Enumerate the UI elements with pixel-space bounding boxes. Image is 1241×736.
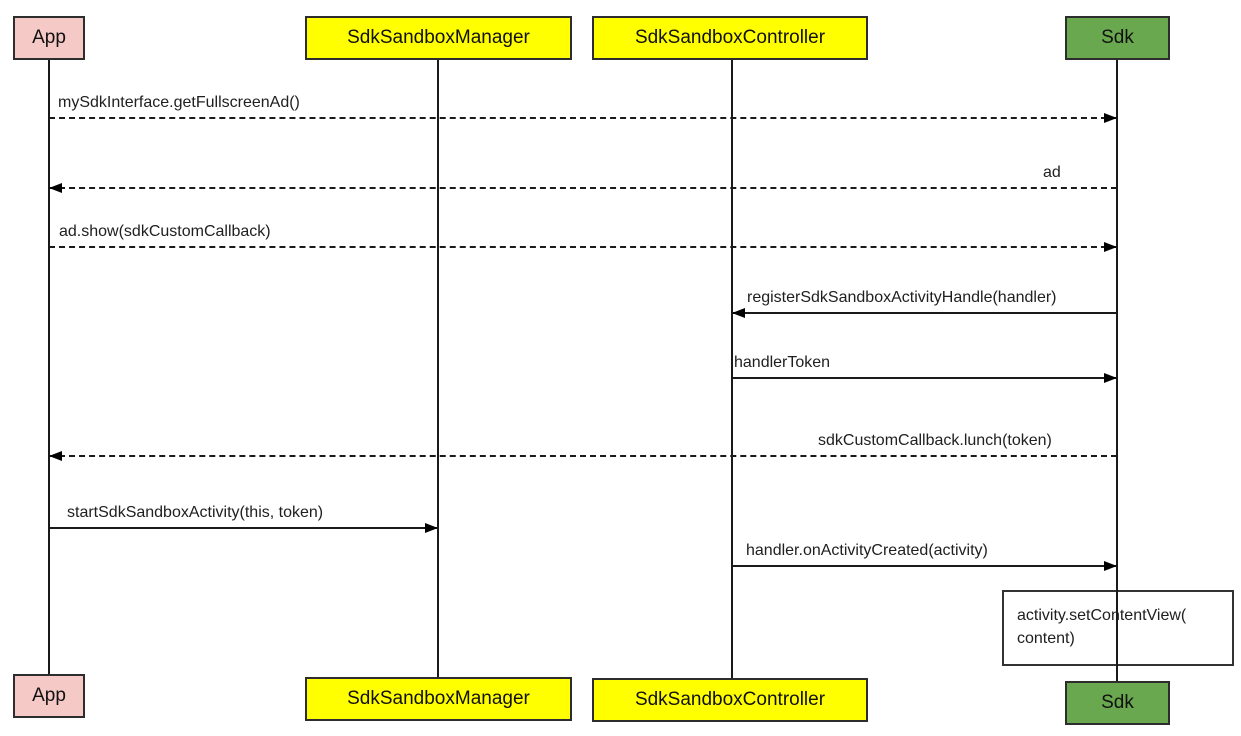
actor-app-bottom-box: App <box>13 674 85 718</box>
lifeline-controller <box>731 58 733 686</box>
actor-sdk-bottom-box: Sdk <box>1065 681 1170 725</box>
message-label: ad <box>1043 164 1061 181</box>
message-label: registerSdkSandboxActivityHandle(handler… <box>747 289 1057 306</box>
note-activity-setcontentview: activity.setContentView( content) <box>1002 590 1234 666</box>
actor-label: SdkSandboxManager <box>347 27 530 48</box>
actor-label: SdkSandboxManager <box>347 688 530 709</box>
message-line <box>732 312 1117 314</box>
note-text-line: content) <box>1017 630 1075 647</box>
arrowhead-icon <box>1104 373 1117 383</box>
message-line <box>732 565 1117 567</box>
actor-label: SdkSandboxController <box>634 27 826 48</box>
actor-label: App <box>32 27 66 48</box>
arrowhead-icon <box>1104 561 1117 571</box>
message-line <box>49 187 1117 189</box>
note-text-line: activity.setContentView( <box>1017 607 1187 624</box>
message-label: mySdkInterface.getFullscreenAd() <box>58 94 300 111</box>
actor-label: Sdk <box>1101 692 1134 713</box>
actor-sdk-top-box: Sdk <box>1065 16 1170 60</box>
arrowhead-icon <box>1104 113 1117 123</box>
actor-label: Sdk <box>1101 27 1134 48</box>
message-line <box>49 455 1117 457</box>
actor-controller-top-box: SdkSandboxController <box>592 16 868 60</box>
message-label: sdkCustomCallback.lunch(token) <box>818 432 1052 449</box>
lifeline-app <box>48 58 50 682</box>
message-line <box>49 527 438 529</box>
lifeline-sdk <box>1116 58 1118 689</box>
message-line <box>732 377 1117 379</box>
actor-manager-top-box: SdkSandboxManager <box>305 16 572 60</box>
actor-manager-bottom-box: SdkSandboxManager <box>305 677 572 721</box>
actor-app-top-box: App <box>13 16 85 60</box>
message-label: ad.show(sdkCustomCallback) <box>59 223 271 240</box>
arrowhead-icon <box>49 183 62 193</box>
actor-label: SdkSandboxController <box>634 689 826 710</box>
message-line <box>49 117 1117 119</box>
message-label: startSdkSandboxActivity(this, token) <box>67 504 324 521</box>
arrowhead-icon <box>49 451 62 461</box>
message-label: handler.onActivityCreated(activity) <box>746 542 988 559</box>
arrowhead-icon <box>1104 242 1117 252</box>
message-line <box>49 246 1117 248</box>
arrowhead-icon <box>732 308 745 318</box>
message-label: handlerToken <box>734 354 831 371</box>
actor-label: App <box>32 685 66 706</box>
actor-controller-bottom-box: SdkSandboxController <box>592 678 868 722</box>
arrowhead-icon <box>425 523 438 533</box>
lifeline-manager <box>437 58 439 685</box>
